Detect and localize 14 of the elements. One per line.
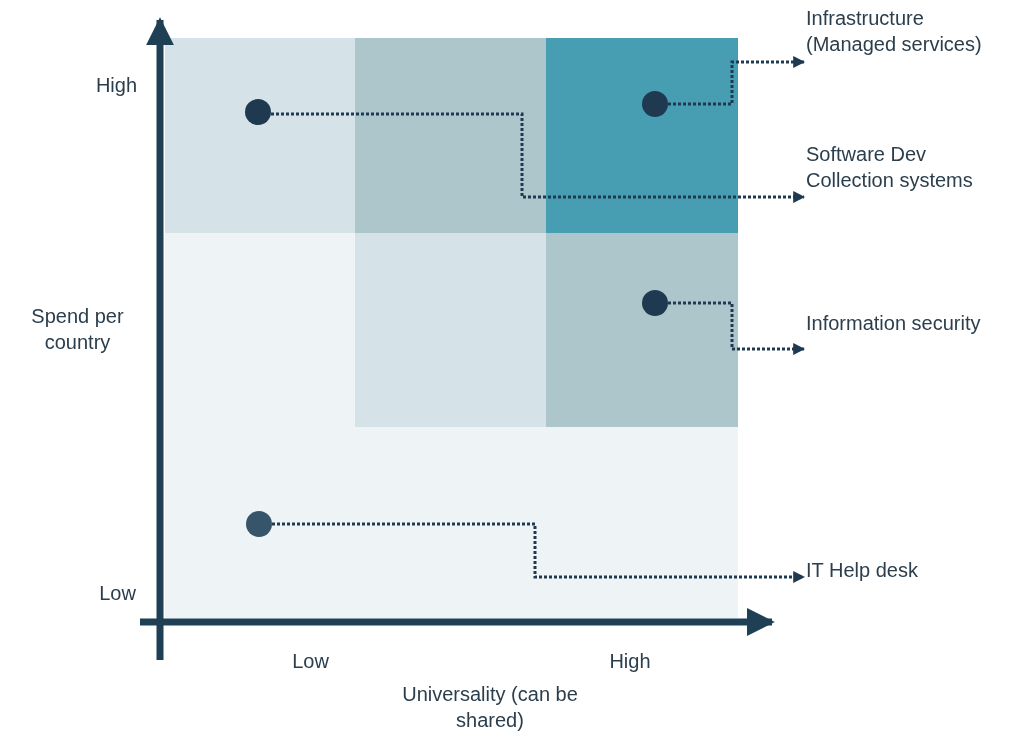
leader-arrow: [668, 56, 806, 106]
axis-title: Universality (can be shared): [401, 682, 579, 731]
axis-tick-label: Low: [98, 581, 137, 606]
axis-tick-label: High: [608, 649, 652, 674]
axis-tick-label: High: [94, 73, 139, 98]
category-label: Infrastructure (Managed services): [806, 6, 983, 57]
axis-title: Spend per country: [30, 304, 125, 355]
leader-arrow: [272, 522, 806, 583]
category-label: Information security: [806, 311, 982, 336]
category-label: Software Dev Collection systems: [806, 142, 974, 193]
leader-arrow: [668, 301, 806, 355]
axis-tick-label: Low: [291, 649, 330, 674]
leader-arrow: [271, 112, 806, 203]
category-label: IT Help desk: [806, 558, 919, 583]
